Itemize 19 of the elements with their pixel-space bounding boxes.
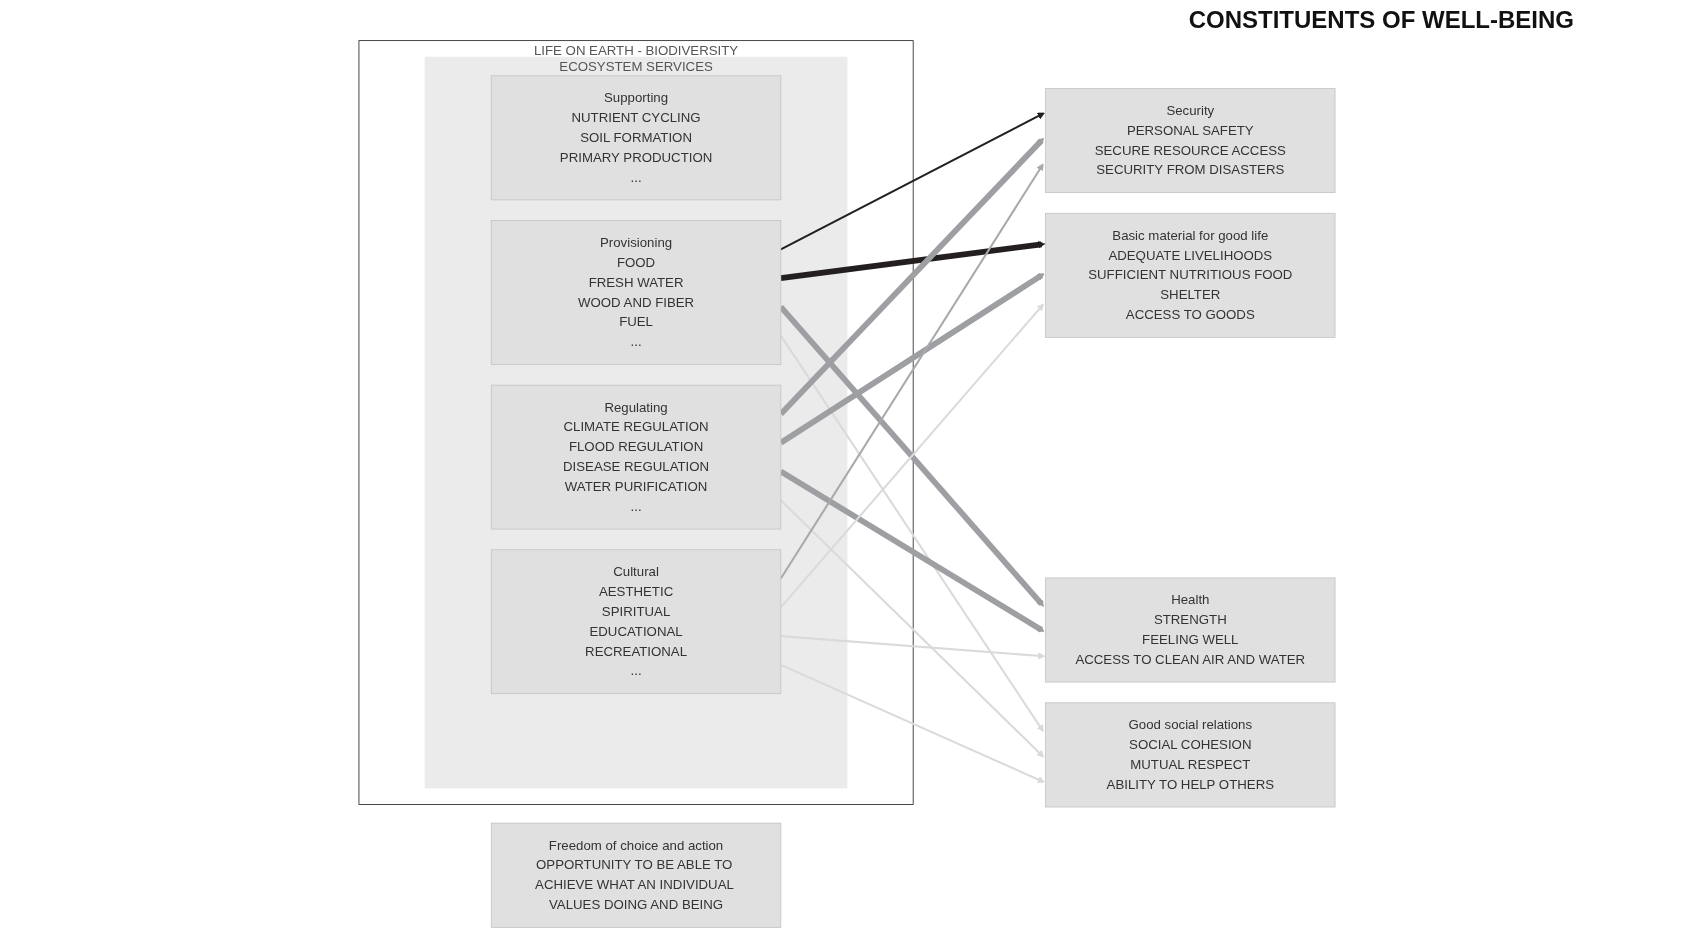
node-box: Supporting NUTRIENT CYCLING SOIL FORMATION PRIMARY PRODUCTION ... — [490, 75, 782, 201]
node-box: Provisioning FOOD FRESH WATER WOOD AND FIBER FUEL ... — [490, 220, 782, 365]
node-box: Security PERSONAL SAFETY SECURE RESOURCE ACCESS SECURITY FROM DISASTERS — [1045, 87, 1336, 194]
arrow — [779, 272, 1045, 446]
node-box: Regulating CLIMATE REGULATION FLOOD REGULATION DISEASE REGULATION WATER PURIFICATION ... — [490, 384, 782, 530]
arrow — [779, 469, 1045, 633]
arrow — [780, 663, 1045, 783]
node-box: Good social relations SOCIAL COHESION MUTUAL RESPECT ABILITY TO HELP OTHERS — [1045, 702, 1336, 808]
node-box: Basic material for good life ADEQUATE LIVELIHOODS SUFFICIENT NUTRITIOUS FOOD SHELTER ACCESS TO GOODS — [1045, 212, 1336, 338]
node-box: Cultural AESTHETIC SPIRITUAL EDUCATIONAL RECREATIONAL ... — [490, 549, 782, 695]
arrow — [780, 635, 1046, 660]
arrow — [779, 163, 1044, 580]
arrow — [780, 112, 1045, 251]
node-box: Freedom of choice and action OPPORTUNITY TO BE ABLE TO ACHIEVE WHAT AN INDIVIDUAL VALUES DOING AND BEING — [490, 822, 782, 928]
node-box: Health STRENGTH FEELING WELL ACCESS TO CLEAN AIR AND WATER — [1045, 577, 1336, 683]
section-heading: CONSTITUENTS OF WELL-BEING — [1188, 6, 1574, 34]
arrow — [779, 335, 1044, 732]
arrow — [780, 499, 1045, 758]
arrow — [780, 241, 1046, 281]
